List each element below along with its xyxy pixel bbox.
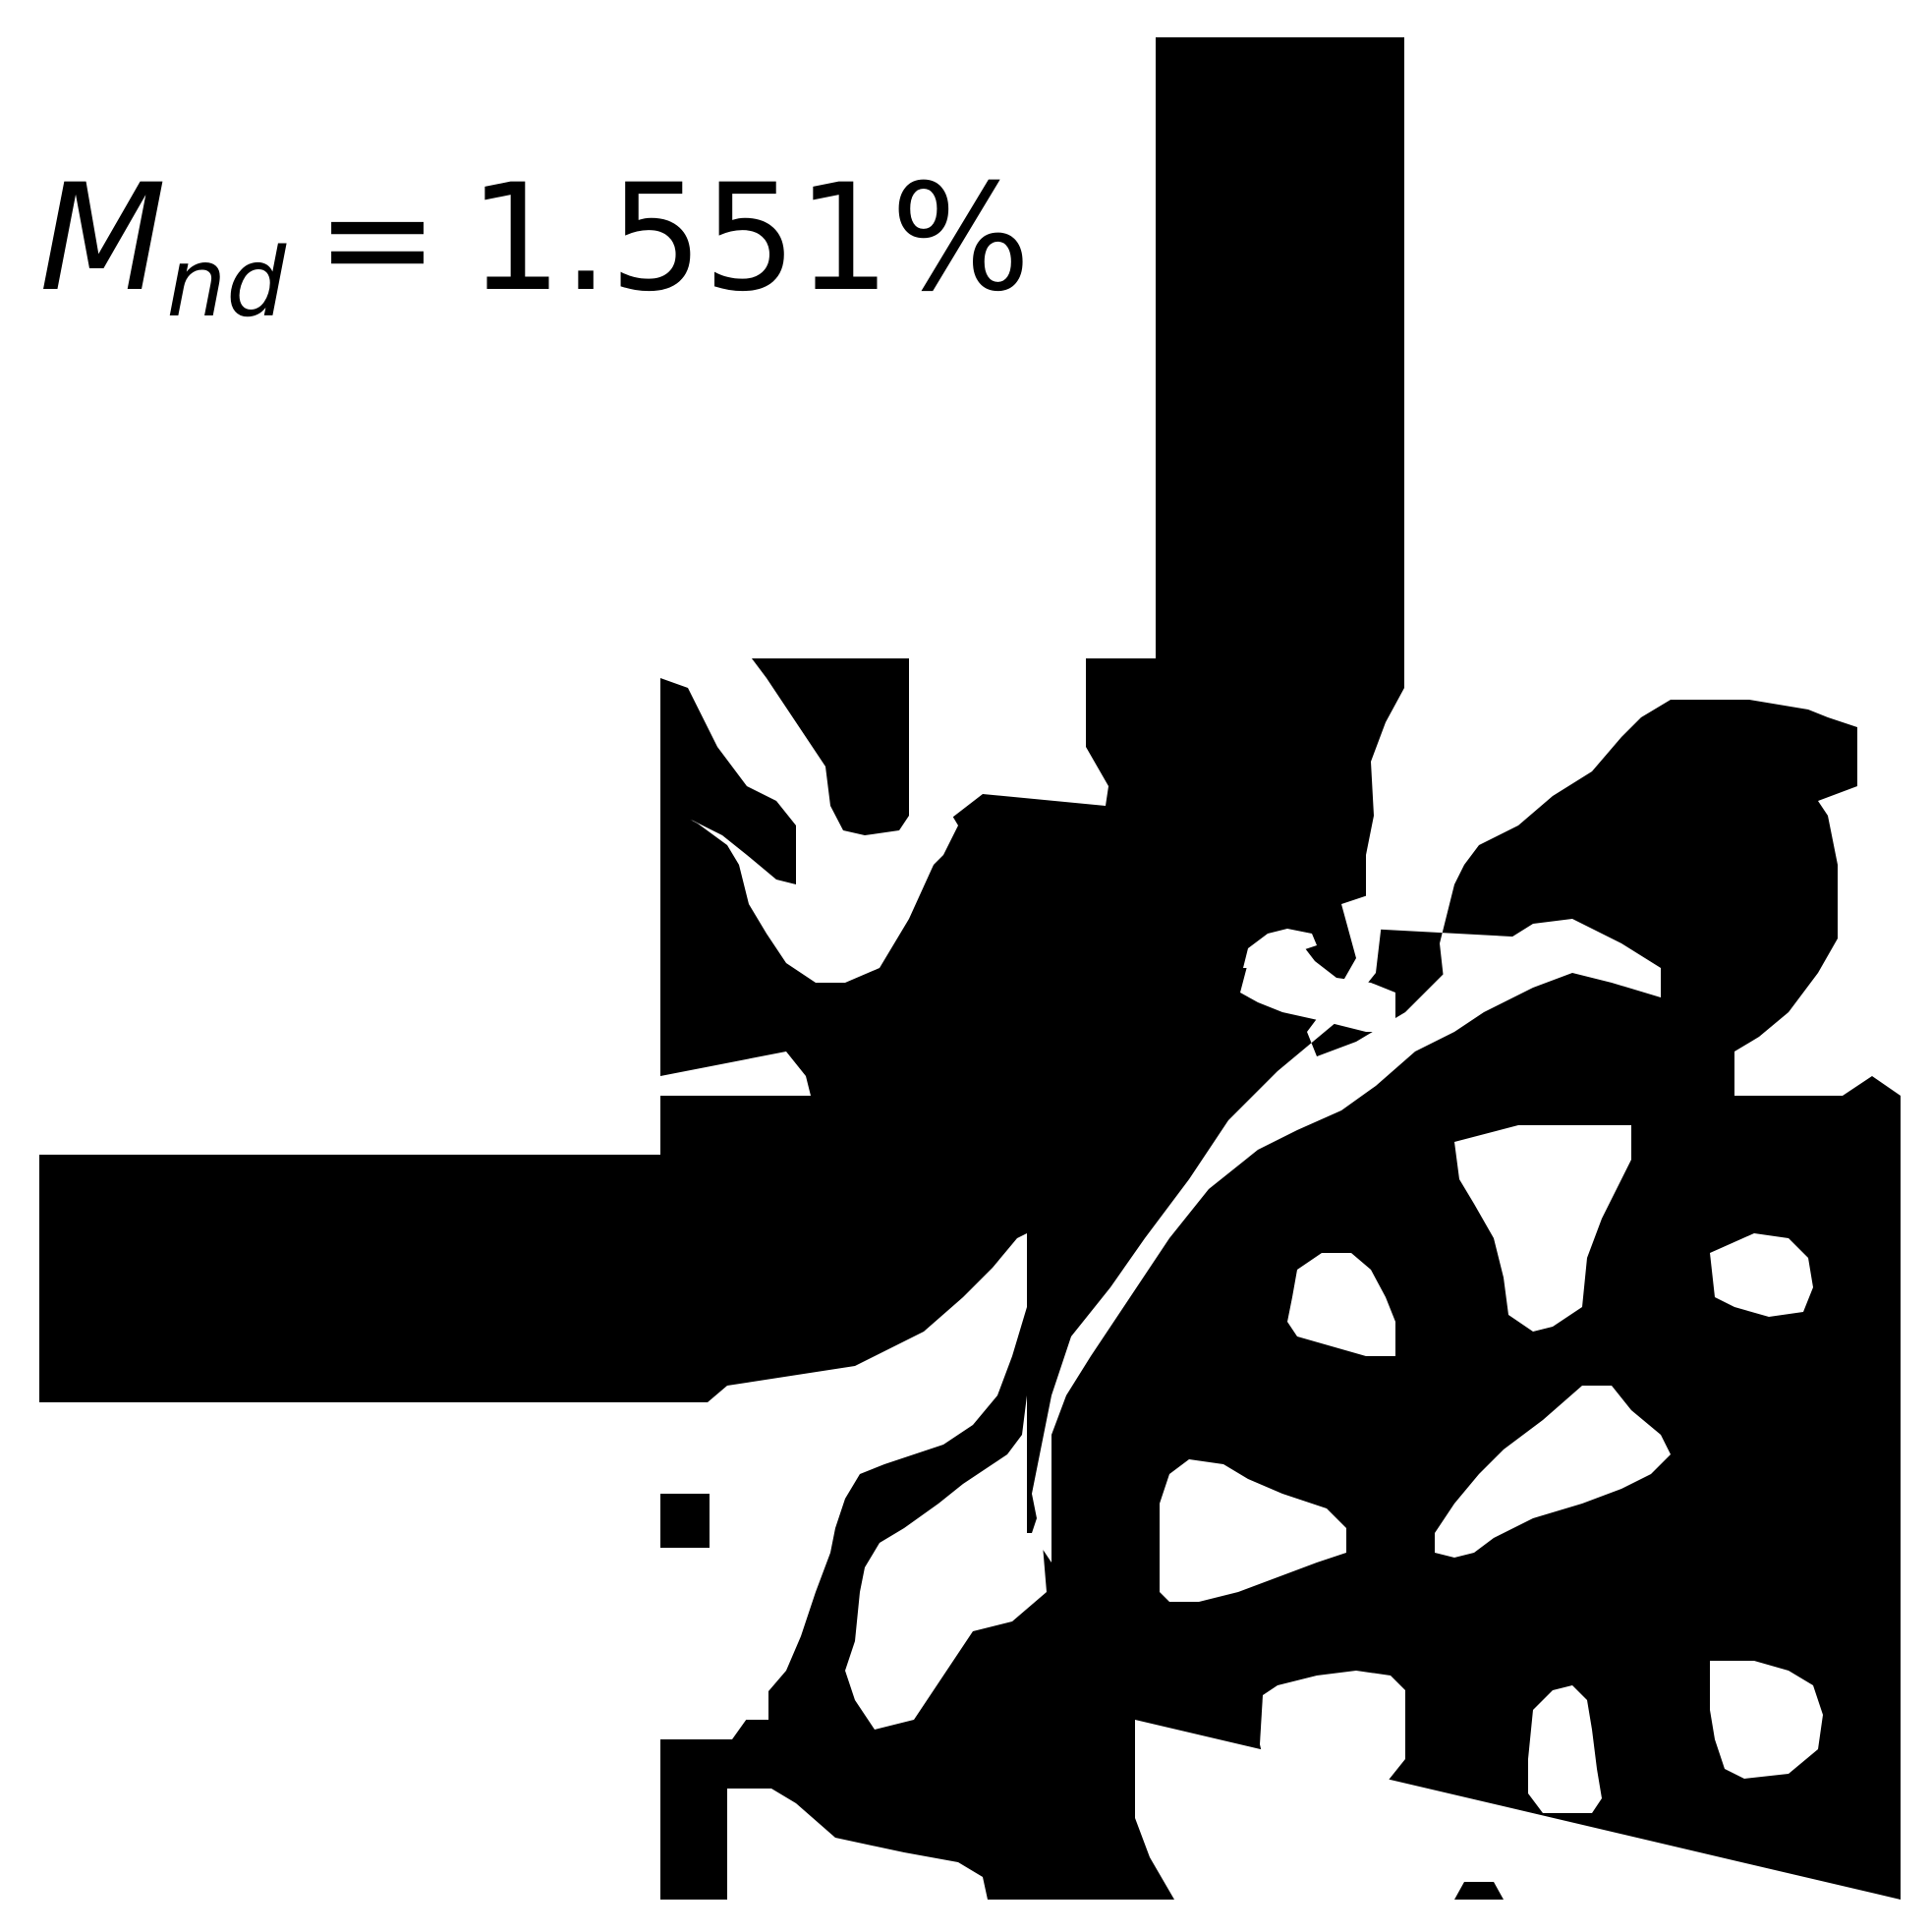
metric-label: Mnd=1.551% [39,165,1031,330]
equals-sign: = [315,153,439,324]
void-upper-right [1366,658,1901,1096]
strut-upper-left [752,658,909,835]
void-left-notch [660,658,958,983]
island-small [660,1494,710,1548]
hole-5 [1160,1459,1346,1602]
left-arm [39,1155,727,1402]
void-left-block-gap [660,1553,768,1720]
top-column [1156,37,1404,658]
hole-3 [1710,1233,1813,1317]
void-left-mid [660,1051,811,1096]
voids [660,658,1901,1900]
hole-9 [1710,1661,1823,1779]
hole-10 [1243,929,1317,968]
solid-islands [660,658,909,1548]
void-lower-left-channel [845,1395,1047,1730]
void-diagonal-channel [1032,889,1661,1563]
hole-6 [1435,1386,1671,1558]
metric-subscript: nd [166,227,287,338]
hole-8 [1528,1685,1602,1813]
metric-value: 1.551% [468,153,1031,324]
void-bottom-notch [727,1789,988,1900]
hole-7 [1260,1671,1405,1798]
hole-1 [1240,936,1395,1032]
hole-4 [1287,1253,1395,1356]
strut-left [660,678,796,884]
hole-2 [1454,1125,1631,1332]
metric-symbol: M [39,153,167,324]
